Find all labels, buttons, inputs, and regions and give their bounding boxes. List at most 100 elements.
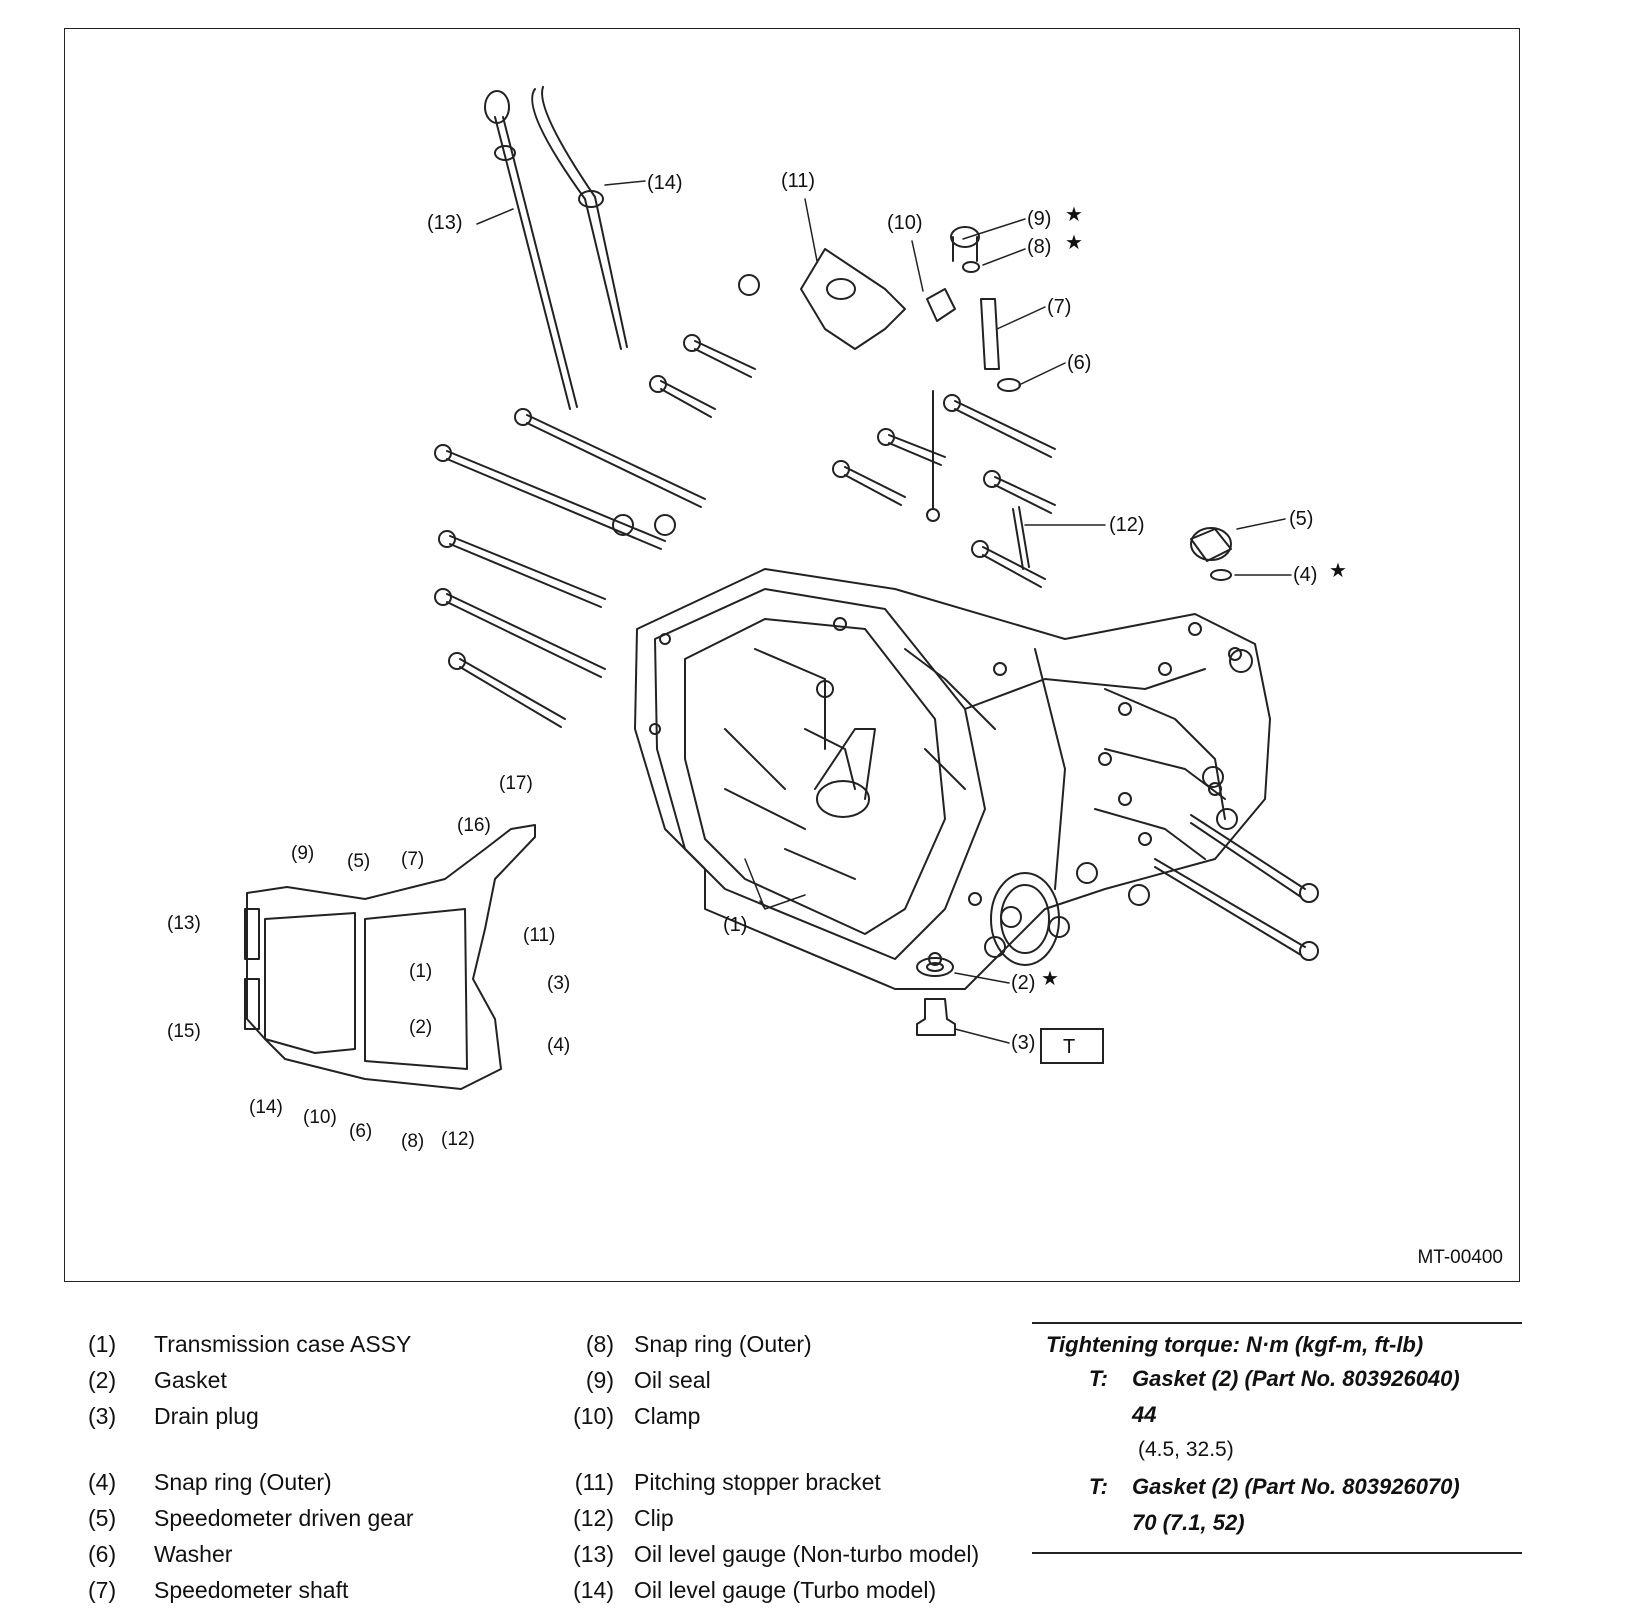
legend-item: (11) Pitching stopper bracket [562,1464,1042,1500]
legend-item: (14) Oil level gauge (Turbo model) [562,1572,1042,1608]
legend-item: (1) Transmission case ASSY [88,1326,588,1362]
callout-13: (13) [427,212,463,234]
gasket-callout-8: (8) [401,1131,424,1152]
legend-text: Washer [154,1541,233,1567]
callout-7: (7) [1047,296,1071,318]
legend-num: (9) [585,1367,614,1393]
torque-entry: T: Gasket (2) (Part No. 803926040) 44 (4… [1032,1366,1522,1474]
legend-item: (6) Washer [88,1536,588,1572]
transmission-case-drawing [634,568,1271,990]
reference-code: MT-00400 [1417,1247,1503,1268]
legend-text: Clip [634,1505,674,1531]
star-9: ★ [1065,204,1083,226]
legend-num: (7) [88,1577,117,1603]
gasket-drawing [244,824,536,1090]
legend-num: (6) [88,1541,117,1567]
torque-value-alt: (4.5, 32.5) [1138,1438,1234,1461]
legend-num: (5) [88,1505,117,1531]
legend-num: (1) [88,1331,117,1357]
legend-item: (13)Oil level gauge (Non-turbo model) [562,1536,1042,1572]
legend-text: Snap ring (Outer) [154,1469,332,1495]
legend-middle: (8) Snap ring (Outer) (9) Oil seal (10) Cla… [562,1326,1042,1608]
legend-item: (12) Clip [562,1500,1042,1536]
legend-item: (10) Clamp [562,1398,1042,1434]
exploded-callouts: (13) (14) (11) (10) (9) (8) (7) (6) (12)… [427,170,1347,1064]
torque-prefix: T: [1088,1474,1108,1499]
callout-2: (2) [1011,972,1035,994]
legend-num: (13) [573,1541,614,1567]
torque-gasket: Gasket (2) (Part No. 803926070) [1132,1474,1460,1499]
gasket-callout-12: (12) [441,1129,475,1150]
torque-value: 70 (7.1, 52) [1132,1510,1245,1535]
callout-6: (6) [1067,352,1091,374]
legend-item: (8) Snap ring (Outer) [562,1326,1042,1362]
callout-9: (9) [1027,208,1051,230]
gasket-callout-3: (3) [547,973,570,994]
legend-text: Snap ring (Outer) [634,1331,812,1357]
star-2: ★ [1041,968,1059,990]
gasket-callout-4: (4) [547,1035,570,1056]
legend-text: Clamp [634,1403,701,1429]
legend-num: (4) [88,1469,117,1495]
gasket-callout-13: (13) [167,913,201,934]
callout-4: (4) [1293,564,1317,586]
legend-num: (11) [574,1469,614,1495]
legend-num: (10) [573,1403,614,1429]
oil-level-gauges [484,86,628,410]
legend-text: Oil level gauge (Turbo model) [634,1577,937,1603]
callout-11: (11) [781,170,815,192]
exploded-view-diagram: (13) (14) (11) (10) (9) (8) (7) (6) (12)… [167,86,1347,1152]
torque-gasket: Gasket (2) (Part No. 803926040) [1132,1366,1460,1391]
star-4: ★ [1329,560,1347,582]
legend-num: (8) [585,1331,614,1357]
torque-title: Tightening torque: N·m (kgf-m, ft-lb) [1046,1332,1424,1357]
legend-num: (12) [573,1505,614,1531]
gasket-callout-16: (16) [457,815,491,836]
gasket-callout-14: (14) [249,1097,283,1118]
legend-num: (14) [573,1577,614,1603]
callout-10: (10) [887,212,923,234]
bolt-set-left [434,334,1319,961]
legend-item: (3)Drain plug [88,1398,588,1434]
torque-symbol: T [1063,1036,1075,1058]
diagram-frame: (13) (14) (11) (10) (9) (8) (7) (6) (12)… [64,28,1520,1282]
torque-spec-table: Tightening torque: N·m (kgf-m, ft-lb) T:… [1032,1322,1522,1554]
legend-text: Pitching stopper bracket [634,1469,881,1495]
legend-item: (2) Gasket [88,1362,588,1398]
torque-value: 44 [1132,1402,1157,1427]
callout-5: (5) [1289,508,1313,530]
gasket-callout-17: (17) [499,773,533,794]
gasket-callout-11: (11) [523,925,555,946]
gasket-callout-1: (1) [409,961,432,982]
gasket-callout-15: (15) [167,1021,201,1042]
legend-num: (3) [88,1403,117,1429]
legend-item: (9) Oil seal [562,1362,1042,1398]
nut-set [612,274,1253,958]
callout-8: (8) [1027,236,1051,258]
legend-item: (7) Speedometer shaft [88,1572,588,1608]
gasket-callout-2: (2) [409,1017,432,1038]
torque-symbol-box [1040,1028,1104,1064]
gasket-callout-9: (9) [291,843,314,864]
legend-left: (1) Transmission case ASSY (2) Gasket (3)D… [88,1326,588,1608]
bracket-and-small-parts [800,226,1232,1036]
leader-lines [476,180,1292,1044]
gasket-callout-5: (5) [347,851,370,872]
legend-item: (5)Speedometer driven gear [88,1500,588,1536]
callout-1: (1) [723,914,747,936]
gasket-callout-10: (10) [303,1107,337,1128]
legend-text: Speedometer shaft [154,1577,349,1603]
legend-item: (4) Snap ring (Outer) [88,1464,588,1500]
callout-14: (14) [647,172,683,194]
legend-num: (2) [88,1367,117,1393]
legend-text: Transmission case ASSY [154,1331,412,1357]
callout-12: (12) [1109,514,1145,536]
torque-prefix: T: [1088,1366,1108,1391]
torque-entry: T: Gasket (2) (Part No. 803926070) 70 (7… [1032,1474,1522,1546]
legend-text: Oil seal [634,1367,711,1393]
gasket-callout-7: (7) [401,849,424,870]
gasket-callout-6: (6) [349,1121,372,1142]
legend-text: Gasket [154,1367,227,1393]
gasket-callouts: (9) (5) (7) (16) (17) (13) (11) (1) (3) … [167,773,570,1152]
callout-3: (3) [1011,1032,1035,1054]
